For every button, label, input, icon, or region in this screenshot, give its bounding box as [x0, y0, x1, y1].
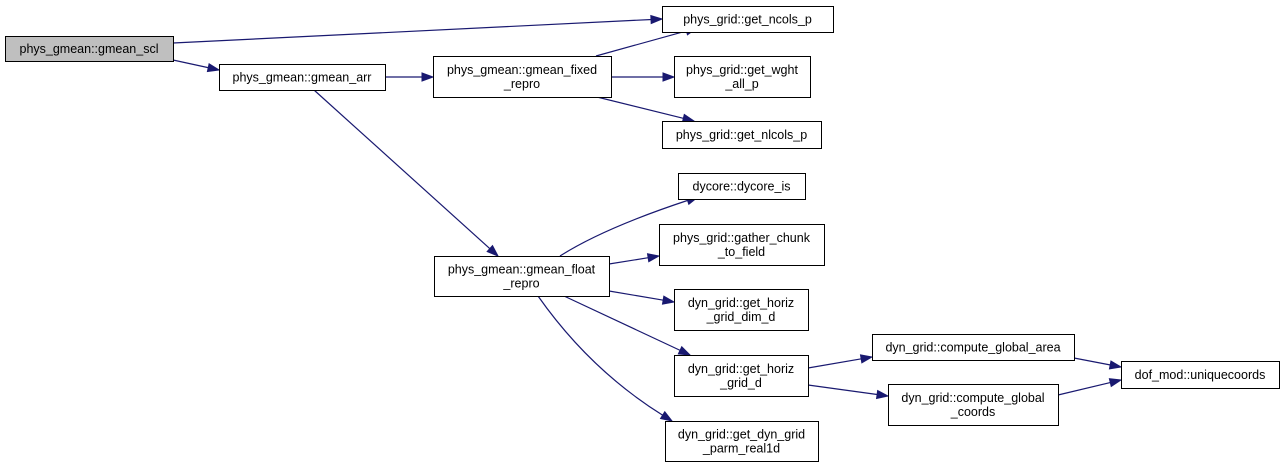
- node-label: dyn_grid::get_horiz: [688, 362, 794, 376]
- arrowhead-icon: [662, 72, 676, 82]
- arrowhead-icon: [421, 72, 435, 82]
- edge-get_horiz_grid_d-to-compute_global_area: [807, 354, 874, 369]
- node-label: dyn_grid::compute_global: [901, 391, 1044, 405]
- node-label: _grid_dim_d: [706, 310, 776, 324]
- node-get-nlcols-p[interactable]: phys_grid::get_nlcols_p: [662, 121, 822, 149]
- node-box[interactable]: [433, 56, 612, 98]
- node-gather-chunk-to-field[interactable]: phys_grid::gather_chunk_to_field: [659, 224, 825, 266]
- node-label: phys_grid::get_ncols_p: [683, 13, 812, 27]
- edge-line: [559, 199, 689, 257]
- arrowhead-icon: [646, 253, 661, 263]
- edge-gmean_arr-to-gmean_fixed_repro: [385, 72, 435, 82]
- edge-line: [608, 290, 665, 301]
- arrowhead-icon: [661, 295, 676, 305]
- node-box[interactable]: [674, 56, 811, 98]
- node-label: phys_gmean::gmean_scl: [20, 42, 159, 56]
- edge-compute_global_area-to-uniquecoords: [1073, 357, 1123, 370]
- edge-gmean_float_repro-to-get_dyn_grid_parm_real1d: [537, 295, 674, 422]
- arrowhead-icon: [677, 345, 692, 356]
- node-box[interactable]: [678, 173, 806, 200]
- node-label: dycore::dycore_is: [693, 180, 791, 194]
- edge-gmean_float_repro-to-gather_chunk_to_field: [608, 253, 661, 265]
- node-label: dyn_grid::get_horiz: [688, 296, 794, 310]
- node-box[interactable]: [872, 334, 1075, 361]
- node-compute-global-coords[interactable]: dyn_grid::compute_global_coords: [888, 384, 1059, 426]
- edge-line: [1057, 381, 1112, 396]
- node-compute-global-area[interactable]: dyn_grid::compute_global_area: [872, 334, 1075, 361]
- node-label: _repro: [502, 277, 539, 291]
- node-label: phys_gmean::gmean_fixed: [447, 63, 597, 77]
- edge-line: [596, 96, 685, 120]
- node-box[interactable]: [434, 256, 610, 297]
- node-label: dof_mod::uniquecoords: [1135, 368, 1266, 382]
- node-box[interactable]: [662, 6, 834, 33]
- node-dycore-is[interactable]: dycore::dycore_is: [678, 173, 806, 200]
- edge-get_horiz_grid_d-to-compute_global_coords: [807, 384, 890, 400]
- node-gmean-float-repro[interactable]: phys_gmean::gmean_float_repro: [434, 256, 610, 297]
- arrowhead-icon: [659, 410, 674, 422]
- edge-line: [537, 295, 664, 417]
- node-label: _to_field: [717, 245, 765, 259]
- edge-line: [807, 358, 863, 369]
- node-label: dyn_grid::compute_global_area: [885, 341, 1060, 355]
- edge-compute_global_coords-to-uniquecoords: [1057, 378, 1123, 396]
- edge-line: [172, 18, 653, 44]
- edge-gmean_scl-to-gmean_arr: [172, 59, 221, 73]
- node-label: phys_gmean::gmean_float: [448, 263, 596, 277]
- arrowhead-icon: [1108, 360, 1123, 370]
- edge-gmean_fixed_repro-to-get_wght_all_p: [611, 72, 676, 82]
- edge-line: [807, 384, 879, 396]
- edge-gmean_float_repro-to-get_horiz_grid_d: [563, 295, 692, 356]
- node-uniquecoords[interactable]: dof_mod::uniquecoords: [1121, 361, 1280, 389]
- edge-gmean_scl-to-get_ncols_p: [172, 14, 664, 44]
- node-get-horiz-grid-dim-d[interactable]: dyn_grid::get_horiz_grid_dim_d: [674, 289, 809, 331]
- node-gmean-fixed-repro[interactable]: phys_gmean::gmean_fixed_repro: [433, 56, 612, 98]
- node-label: _all_p: [724, 77, 758, 91]
- node-get-ncols-p[interactable]: phys_grid::get_ncols_p: [662, 6, 834, 33]
- arrowhead-icon: [875, 389, 890, 400]
- edge-gmean_fixed_repro-to-get_nlcols_p: [596, 96, 696, 123]
- node-label: phys_grid::get_wght: [686, 63, 798, 77]
- node-box[interactable]: [1121, 361, 1280, 389]
- node-label: _coords: [950, 405, 995, 419]
- edge-line: [595, 30, 688, 57]
- node-get-horiz-grid-d[interactable]: dyn_grid::get_horiz_grid_d: [674, 355, 809, 397]
- edge-gmean_float_repro-to-get_horiz_grid_dim_d: [608, 290, 676, 305]
- node-box[interactable]: [5, 36, 174, 62]
- node-layer: phys_gmean::gmean_sclphys_gmean::gmean_a…: [5, 6, 1280, 462]
- node-label: _grid_d: [719, 376, 762, 390]
- edge-gmean_arr-to-gmean_float_repro: [313, 89, 500, 257]
- edge-line: [563, 295, 682, 352]
- edge-line: [1073, 357, 1112, 366]
- node-label: phys_grid::gather_chunk: [673, 231, 811, 245]
- node-label: dyn_grid::get_dyn_grid: [678, 428, 805, 442]
- node-box[interactable]: [659, 224, 825, 266]
- node-label: _repro: [503, 77, 540, 91]
- node-gmean-scl[interactable]: phys_gmean::gmean_scl: [5, 36, 174, 62]
- node-label: phys_gmean::gmean_arr: [233, 71, 372, 85]
- node-get-dyn-grid-parm-real1d[interactable]: dyn_grid::get_dyn_grid_parm_real1d: [665, 421, 819, 462]
- node-gmean-arr[interactable]: phys_gmean::gmean_arr: [219, 64, 386, 91]
- node-box[interactable]: [219, 64, 386, 91]
- arrowhead-icon: [206, 62, 221, 73]
- edge-line: [608, 256, 650, 265]
- node-label: phys_grid::get_nlcols_p: [676, 128, 807, 142]
- arrowhead-icon: [486, 244, 500, 257]
- node-label: _parm_real1d: [702, 442, 780, 456]
- node-box[interactable]: [674, 289, 809, 331]
- node-get-wght-all-p[interactable]: phys_grid::get_wght_all_p: [674, 56, 811, 98]
- edge-line: [313, 89, 491, 250]
- edge-line: [172, 59, 210, 69]
- node-box[interactable]: [674, 355, 809, 397]
- arrowhead-icon: [1108, 378, 1123, 388]
- arrowhead-icon: [859, 354, 874, 364]
- arrowhead-icon: [650, 14, 664, 25]
- node-box[interactable]: [662, 121, 822, 149]
- node-box[interactable]: [665, 421, 819, 462]
- node-box[interactable]: [888, 384, 1059, 426]
